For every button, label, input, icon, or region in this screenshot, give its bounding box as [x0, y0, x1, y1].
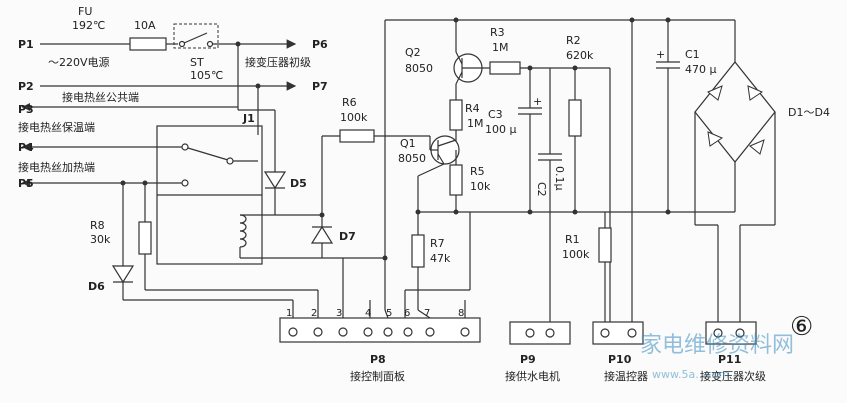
- c3-value: 100 μ: [485, 123, 517, 136]
- p2-label: P2: [18, 80, 34, 93]
- bridge-rectifier: [694, 20, 776, 330]
- r5-resistor: [449, 164, 463, 196]
- q2-type: 8050: [405, 62, 433, 75]
- fuse-temp: 192℃: [72, 19, 105, 32]
- r4-value: 1M: [467, 117, 484, 130]
- r8-ref: R8: [90, 219, 105, 232]
- d5-label: D5: [290, 177, 307, 190]
- r5-value: 10k: [470, 180, 491, 193]
- p7-label: P7: [312, 80, 328, 93]
- p11-connector: [705, 321, 757, 345]
- p6-label: P6: [312, 38, 328, 51]
- r2-ref: R2: [566, 34, 581, 47]
- c1-ref: C1: [685, 48, 700, 61]
- r7-resistor: [411, 234, 425, 268]
- p8-connector: [279, 317, 481, 343]
- st-temp: 105℃: [190, 69, 223, 82]
- r6-value: 100k: [340, 111, 368, 124]
- p1-label: P1: [18, 38, 34, 51]
- watermark-text: 家电维修资料网: [640, 333, 794, 358]
- c2-value: 0.1μ: [553, 166, 566, 191]
- r7-ref: R7: [430, 237, 445, 250]
- pin-6: 6: [404, 308, 410, 319]
- r1-value: 100k: [562, 248, 590, 261]
- fuse: [129, 37, 167, 51]
- d7-diode: [310, 225, 334, 244]
- pin-8: 8: [458, 308, 464, 319]
- r6-ref: R6: [342, 96, 357, 109]
- p10-label: P10: [608, 353, 632, 366]
- r4-resistor: [449, 99, 463, 131]
- p3-label: P3: [18, 103, 34, 116]
- r1-resistor: [598, 227, 612, 263]
- figure-badge: ⑥: [790, 312, 813, 342]
- pin-1: 1: [286, 308, 292, 319]
- p8-pins: [288, 327, 470, 337]
- p3-arrow: [22, 103, 30, 111]
- r2-value: 620k: [566, 49, 594, 62]
- r3-value: 1M: [492, 41, 509, 54]
- r5-ref: R5: [470, 165, 485, 178]
- relay-label: J1: [242, 112, 255, 125]
- bridge-label: D1～D4: [788, 106, 830, 119]
- transformer-secondary-label: 接变压器次级: [700, 369, 766, 383]
- r3-resistor: [489, 61, 521, 75]
- p10-connector: [592, 321, 644, 345]
- p9-label: P9: [520, 353, 536, 366]
- pin-3: 3: [336, 308, 342, 319]
- d5-diode: [263, 171, 287, 190]
- relay-coil: [239, 214, 247, 248]
- heater-heating-label: 接电热丝加热端: [18, 161, 95, 174]
- p9-connector: [509, 321, 571, 345]
- st-ref: ST: [190, 56, 204, 69]
- d6-diode: [111, 265, 135, 284]
- svg-text:+: +: [656, 48, 665, 61]
- pin-2: 2: [311, 308, 317, 319]
- st-thermal-switch: [173, 23, 219, 49]
- r6-resistor: [339, 129, 375, 143]
- watermark-url: www.5a...com: [652, 368, 729, 381]
- r8-value: 30k: [90, 233, 111, 246]
- control-panel-label: 接控制面板: [350, 369, 405, 383]
- thermostat-label: 接温控器: [604, 369, 648, 383]
- p4-label: P4: [18, 141, 34, 154]
- r7-value: 47k: [430, 252, 451, 265]
- pin-4: 4: [365, 308, 371, 319]
- r1-ref: R1: [565, 233, 580, 246]
- r2-resistor: [568, 99, 582, 137]
- svg-text:+: +: [533, 95, 542, 108]
- d6-label: D6: [88, 280, 105, 293]
- r3-ref: R3: [490, 26, 505, 39]
- d7-label: D7: [339, 230, 356, 243]
- heater-keep-warm-label: 接电热丝保温端: [18, 120, 95, 134]
- q1-ref: Q1: [400, 137, 416, 150]
- c3-ref: C3: [488, 108, 503, 121]
- water-pump-label: 接供水电机: [505, 369, 560, 383]
- p8-label: P8: [370, 353, 386, 366]
- pin-7: 7: [424, 308, 430, 319]
- heater-common-label: 接电热丝公共端: [62, 91, 139, 104]
- c1-value: 470 μ: [685, 63, 717, 76]
- r4-ref: R4: [465, 102, 480, 115]
- c2-ref: C2: [535, 182, 548, 197]
- transformer-primary-label: 接变压器初级: [245, 55, 311, 69]
- p11-label: P11: [718, 353, 741, 366]
- q1-type: 8050: [398, 152, 426, 165]
- mains-label: ～220V电源: [48, 55, 110, 69]
- q2-ref: Q2: [405, 46, 421, 59]
- fuse-ref: FU: [78, 5, 92, 18]
- p5-label: P5: [18, 177, 34, 190]
- pin-5: 5: [386, 308, 392, 319]
- fuse-rating: 10A: [134, 19, 156, 32]
- r8-resistor: [138, 221, 152, 255]
